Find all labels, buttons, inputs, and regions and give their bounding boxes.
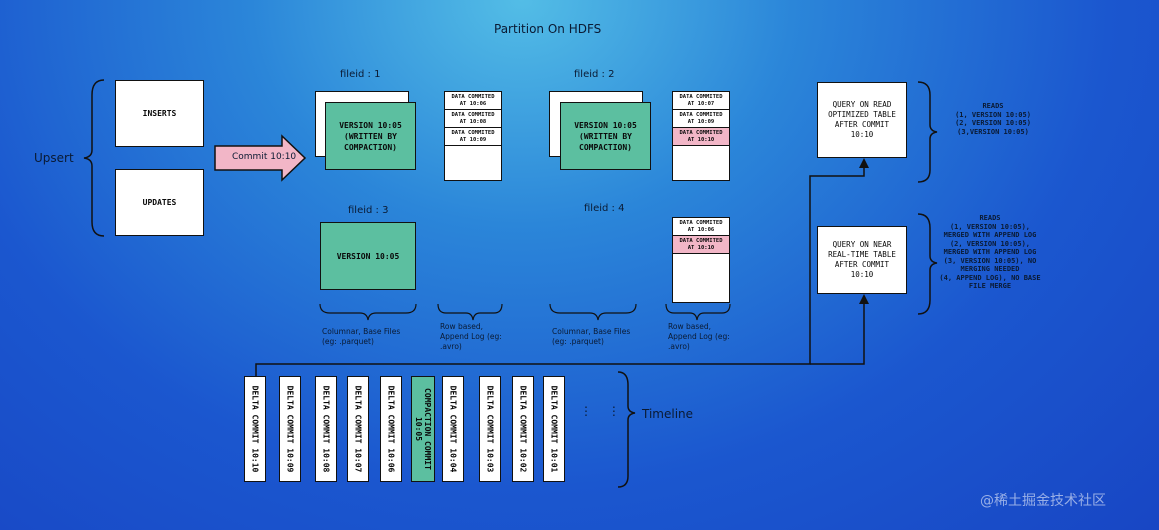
timeline-compaction-commit: COMPACTION COMMIT 10:05 <box>411 376 435 482</box>
caption-row-1: Row based, Append Log (eg: .avro) <box>440 322 502 351</box>
timeline-commit: DELTA COMMIT 10:06 <box>380 376 402 482</box>
query-read-optimized-note: READS (1, VERSION 10:05) (2, VERSION 10:… <box>955 102 1031 136</box>
file1-append-log: DATA COMMITED AT 10:06 DATA COMMITED AT … <box>444 91 502 181</box>
timeline-commit: DELTA COMMIT 10:08 <box>315 376 337 482</box>
timeline-label: Timeline <box>642 407 694 421</box>
timeline-commit: DELTA COMMIT 10:01 <box>543 376 565 482</box>
log-entry: DATA COMMITED AT 10:10 <box>673 236 729 254</box>
timeline-commit: DELTA COMMIT 10:07 <box>347 376 369 482</box>
log-entry: DATA COMMITED AT 10:08 <box>445 110 501 128</box>
log-entry: DATA COMMITED AT 10:06 <box>673 218 729 236</box>
timeline-commit: DELTA COMMIT 10:10 <box>244 376 266 482</box>
inserts-box: INSERTS <box>115 80 204 147</box>
log-entry: DATA COMMITED AT 10:07 <box>673 92 729 110</box>
query-read-optimized-box: QUERY ON READ OPTIMIZED TABLE AFTER COMM… <box>817 82 907 158</box>
query-real-time-box: QUERY ON NEAR REAL-TIME TABLE AFTER COMM… <box>817 226 907 294</box>
caption-columnar-1: Columnar, Base Files (eg: .parquet) <box>322 327 401 346</box>
caption-columnar-2: Columnar, Base Files (eg: .parquet) <box>552 327 631 346</box>
page-title: Partition On HDFS <box>494 22 602 36</box>
updates-box: UPDATES <box>115 169 204 236</box>
fileid-2-label: fileid : 2 <box>574 69 615 80</box>
log-entry: DATA COMMITED AT 10:09 <box>445 128 501 146</box>
commit-arrow-label: Commit 10:10 <box>232 152 297 162</box>
fileid-3-label: fileid : 3 <box>348 205 389 216</box>
file1-base-file: VERSION 10:05 (WRITTEN BY COMPACTION) <box>325 102 416 170</box>
caption-row-2: Row based, Append Log (eg: .avro) <box>668 322 730 351</box>
timeline-ellipsis: ⋮ ⋮ <box>580 404 626 418</box>
timeline-commit: DELTA COMMIT 10:03 <box>479 376 501 482</box>
file2-base-file: VERSION 10:05 (WRITTEN BY COMPACTION) <box>560 102 651 170</box>
fileid-1-label: fileid : 1 <box>340 69 381 80</box>
upsert-label: Upsert <box>34 151 74 165</box>
timeline-commit: DELTA COMMIT 10:04 <box>442 376 464 482</box>
file3-base-file: VERSION 10:05 <box>320 222 416 290</box>
query-real-time-note: READS (1, VERSION 10:05), MERGED WITH AP… <box>939 214 1041 290</box>
log-entry: DATA COMMITED AT 10:09 <box>673 110 729 128</box>
log-entry: DATA COMMITED AT 10:06 <box>445 92 501 110</box>
file4-append-log: DATA COMMITED AT 10:06 DATA COMMITED AT … <box>672 217 730 303</box>
timeline-commit: DELTA COMMIT 10:09 <box>279 376 301 482</box>
watermark: @稀土掘金技术社区 <box>980 493 1106 509</box>
timeline-commit: DELTA COMMIT 10:02 <box>512 376 534 482</box>
fileid-4-label: fileid : 4 <box>584 203 625 214</box>
log-entry: DATA COMMITED AT 10:10 <box>673 128 729 146</box>
file2-append-log: DATA COMMITED AT 10:07 DATA COMMITED AT … <box>672 91 730 181</box>
